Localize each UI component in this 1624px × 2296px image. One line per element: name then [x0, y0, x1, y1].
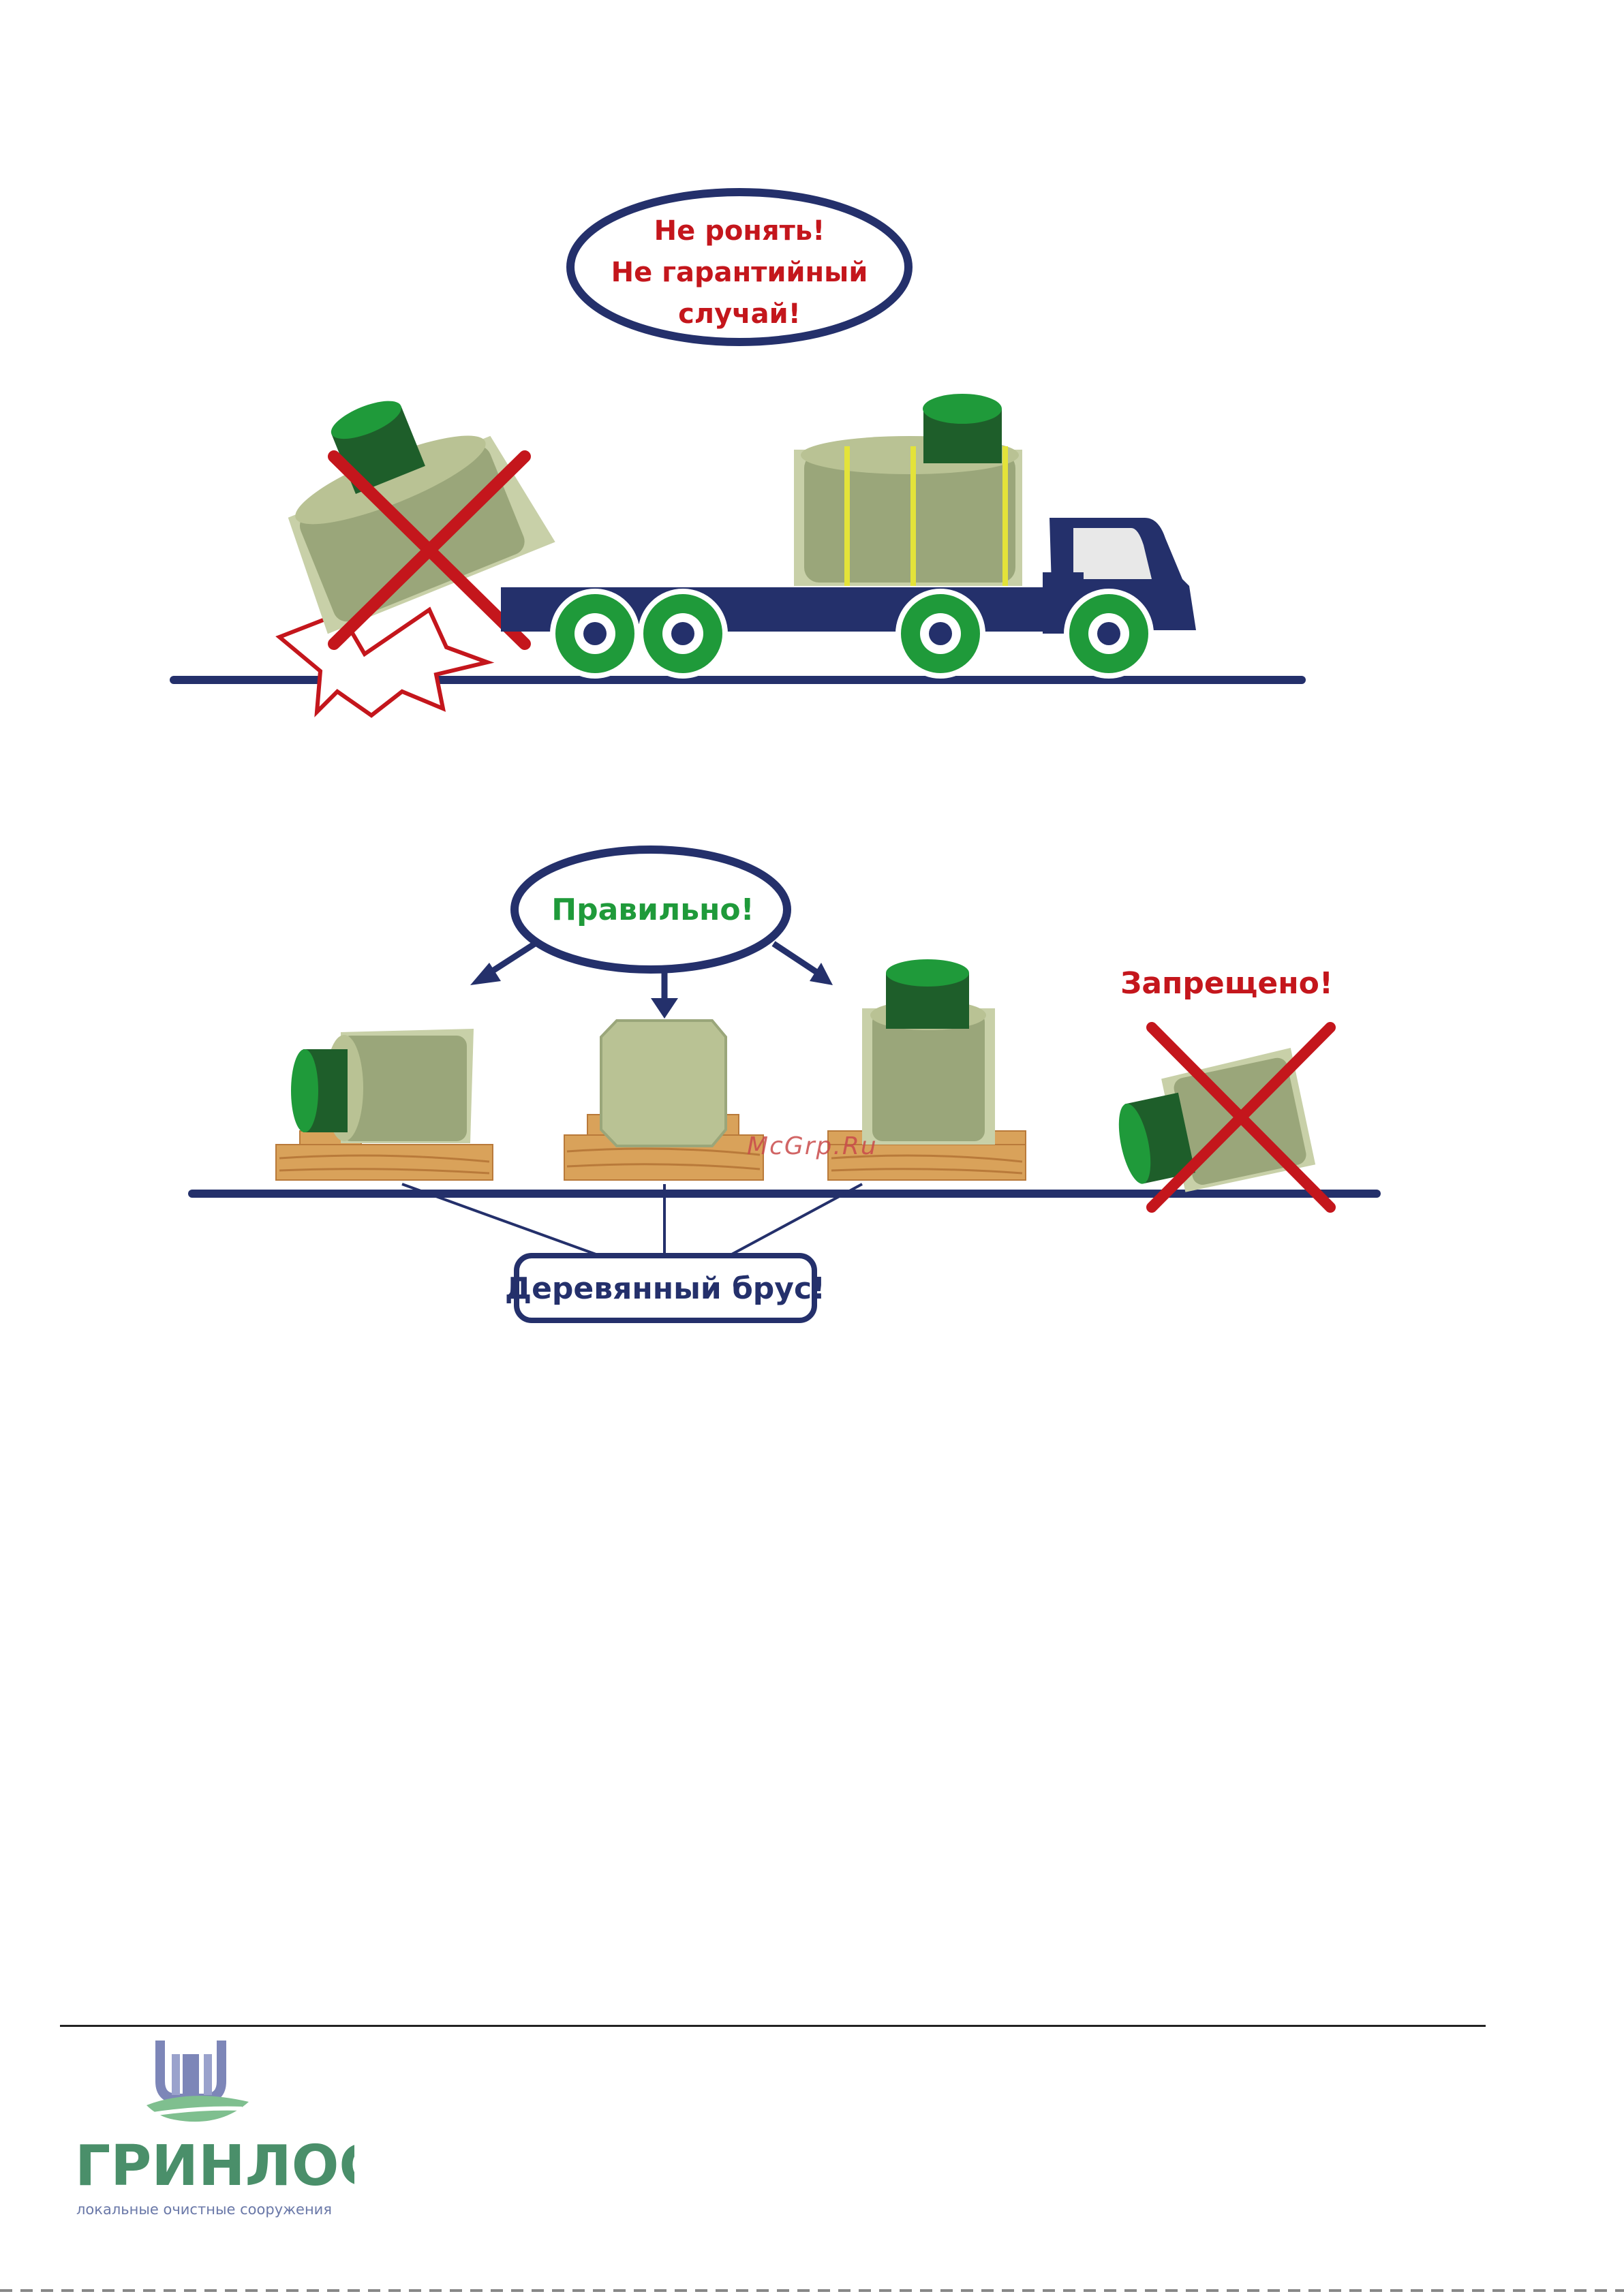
tank-top-view-icon	[601, 1021, 726, 1146]
footer-divider	[60, 2025, 1486, 2027]
wheel-icon	[898, 591, 983, 676]
warning-line-1: Не ронять!	[654, 215, 825, 247]
timber-label-box: Деревянный брус!	[505, 1256, 825, 1320]
correct-label: Правильно!	[551, 893, 754, 927]
logo-emblem-icon	[147, 2041, 249, 2122]
logo-tagline: локальные очистные сооружения	[76, 2201, 332, 2218]
watermark: McGrp.Ru	[747, 1132, 878, 1160]
storage-illustration: Правильно! Запрещено!	[0, 804, 1624, 1369]
wheel-icon	[1067, 591, 1151, 676]
page-bottom-edge	[0, 2289, 1624, 2292]
logo-name: ГРИНЛОС	[75, 2134, 354, 2199]
impact-burst-icon	[279, 610, 487, 715]
wheel-icon	[553, 591, 637, 676]
tank-upright-icon	[862, 959, 995, 1145]
timber-label: Деревянный брус!	[505, 1271, 825, 1306]
grinlos-logo: ГРИНЛОС локальные очистные сооружения	[68, 2034, 354, 2231]
dont-drop-illustration: Не ронять! Не гарантийный случай!	[0, 0, 1624, 749]
warning-bubble: Не ронять! Не гарантийный случай!	[570, 192, 908, 342]
tank-lying-icon	[291, 1029, 474, 1143]
warning-line-3: случай!	[678, 298, 801, 330]
correct-bubble: Правильно!	[515, 850, 787, 969]
wheel-icon	[641, 591, 725, 676]
forbidden-label: Запрещено!	[1120, 966, 1333, 1001]
warning-line-2: Не гарантийный	[611, 257, 868, 288]
